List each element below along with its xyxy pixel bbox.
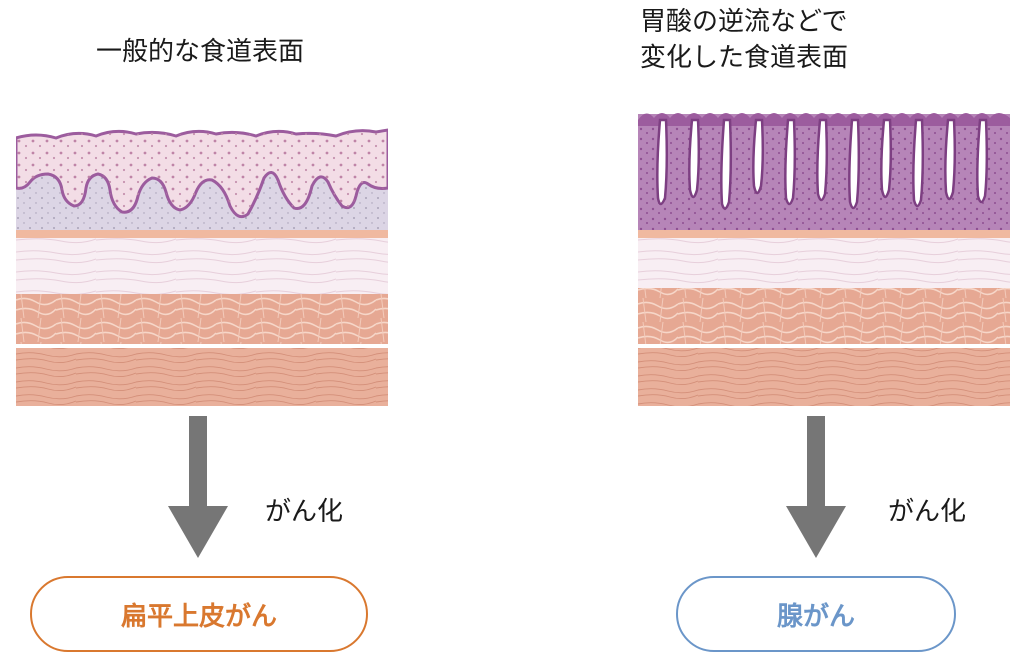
right-title-line-1: 胃酸の逆流などで — [640, 7, 848, 37]
adenocarcinoma-label: 腺がん — [676, 576, 956, 652]
down-arrow-icon — [168, 416, 228, 558]
down-arrow-icon — [786, 416, 846, 558]
right-title-line-2: 変化した食道表面 — [640, 43, 849, 73]
normal-esophagus-illustration — [16, 128, 388, 406]
right-arrow-label: がん化 — [888, 497, 967, 527]
squamous-cell-carcinoma-label: 扁平上皮がん — [30, 576, 368, 652]
left-title: 一般的な食道表面 — [95, 37, 304, 67]
barrett-esophagus-illustration — [638, 113, 1010, 406]
right-title: 胃酸の逆流などで 変化した食道表面 — [640, 4, 1010, 76]
left-arrow-label: がん化 — [265, 497, 344, 527]
